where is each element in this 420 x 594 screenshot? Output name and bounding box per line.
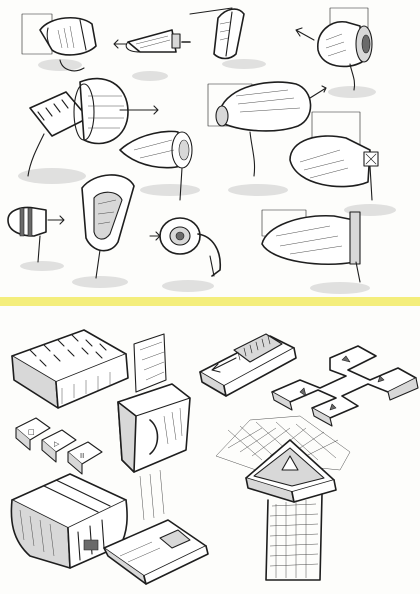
earbud-sketch-ribbed (18, 77, 159, 184)
pause-button-glyph: II (80, 452, 84, 460)
triangle-button-sketch (215, 415, 351, 581)
earbud-sketch-cone-arrow (113, 29, 191, 81)
dpad-cross-sketch (271, 345, 419, 427)
earbud-sketch-top-left (21, 13, 97, 72)
wedge-button-sketch (103, 519, 209, 585)
arrow-switch-panel-sketch (199, 333, 297, 397)
earbud-sketch-capsule (289, 111, 396, 216)
earbud-sketch-bullet (7, 206, 65, 271)
earbud-sketch-flat-tab (189, 7, 266, 69)
earbud-sketch-round-stem (149, 217, 222, 292)
interlock-pillar-sketch (117, 333, 191, 521)
stop-button-glyph: □ (28, 428, 35, 436)
earbud-sketch-round-cone (295, 7, 376, 98)
marker-divider (0, 297, 420, 306)
slotted-block-sketch (11, 329, 129, 409)
earbud-sketch-dryer (207, 81, 327, 196)
control-sketch-group: □ ▷ II (10, 329, 419, 585)
earbud-sketch-center-cone (119, 130, 200, 201)
earphone-sketch-group (7, 7, 396, 294)
play-button-glyph: ▷ (54, 440, 60, 448)
earbud-sketch-torpedo (261, 209, 370, 294)
earbud-sketch-hook (72, 174, 135, 288)
media-buttons-sketch: □ ▷ II (15, 417, 103, 475)
rounded-block-sketch (10, 473, 128, 569)
